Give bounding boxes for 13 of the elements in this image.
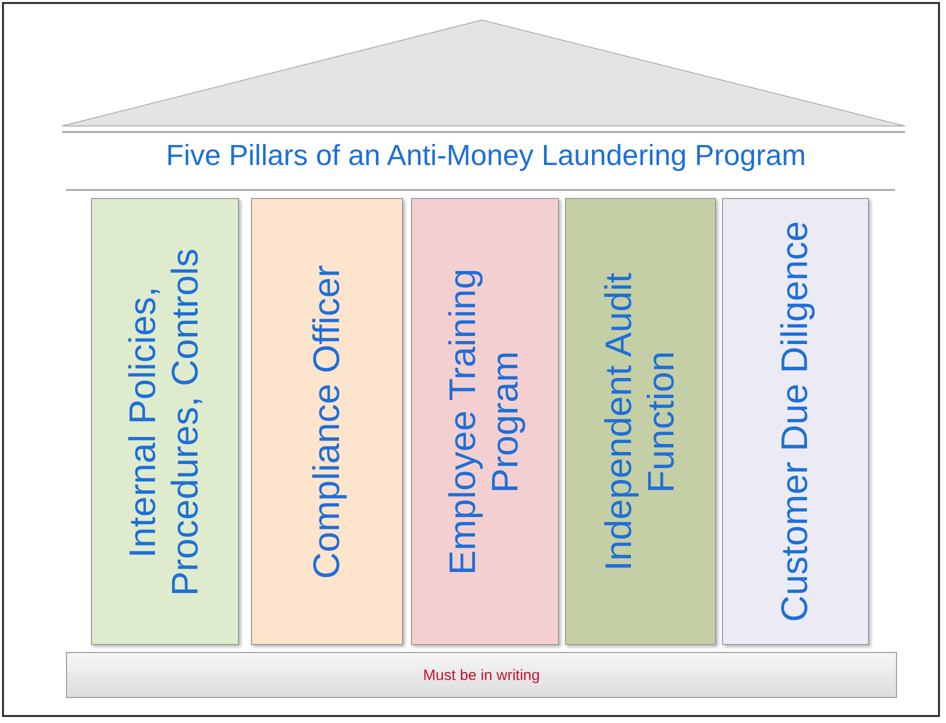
pillar-base [66, 652, 897, 698]
pillar-label: Independent Audit Function [598, 271, 682, 573]
pillar-label: Internal Policies, Procedures, Controls [122, 246, 207, 598]
pillar-label: Customer Due Diligence [774, 220, 816, 622]
pillar [411, 198, 559, 645]
pillar [722, 198, 869, 645]
base-label: Must be in writing [423, 666, 540, 684]
pillar [251, 198, 403, 645]
pillar [91, 198, 239, 645]
pillar-label: Compliance Officer [306, 264, 348, 578]
pillar-label: Employee Training Program [442, 267, 527, 577]
pillar [565, 198, 716, 645]
title: Five Pillars of an Anti-Money Laundering Program [165, 140, 807, 173]
